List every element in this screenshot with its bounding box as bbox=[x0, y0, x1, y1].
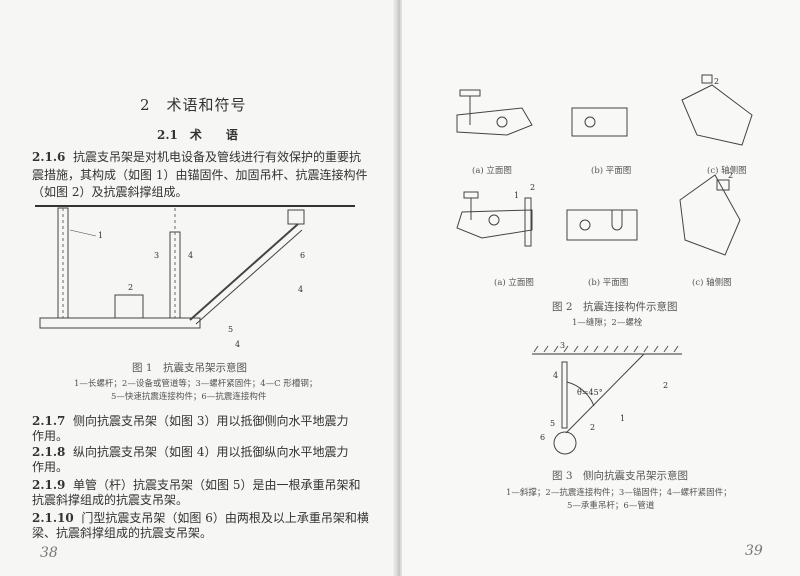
figure2-legend: 1—缝隙；2—螺栓 bbox=[572, 318, 643, 328]
clause-2-1-10-line1: 2.1.10 门型抗震支吊架（如图 6）由两根及以上承重吊架和横 bbox=[32, 511, 369, 525]
figure3-legend-line1: 1—斜撑；2—抗震连接构件；3—锚固件；4—螺杆紧固件； bbox=[506, 488, 732, 498]
svg-text:1: 1 bbox=[98, 231, 103, 240]
svg-text:2: 2 bbox=[590, 423, 595, 432]
svg-text:2: 2 bbox=[728, 171, 733, 180]
svg-text:4: 4 bbox=[298, 285, 303, 294]
svg-text:2: 2 bbox=[530, 183, 535, 192]
svg-text:4: 4 bbox=[188, 251, 193, 260]
clause-2-1-7-line1: 2.1.7 侧向抗震支吊架（如图 3）用以抵御侧向水平地震力 bbox=[32, 414, 349, 428]
clause-2-1-6-line1: 2.1.6 抗震支吊架是对机电设备及管线进行有效保护的重要抗 bbox=[32, 150, 362, 164]
svg-text:1: 1 bbox=[620, 414, 625, 423]
clause-2-1-6-line3: （如图 2）及抗震斜撑组成。 bbox=[32, 185, 188, 199]
right-page: 2 2 1 2 (a) 立面图 (b) 平面图 (c) 轴侧图 (a) 立面图 (… bbox=[402, 0, 800, 576]
clause-2-1-8-line1: 2.1.8 纵向抗震支吊架（如图 4）用以抵御纵向水平地震力 bbox=[32, 445, 349, 459]
figure1-legend-line2: 5—快速抗震连接构件；6—抗震连接构件 bbox=[111, 392, 267, 402]
svg-text:6: 6 bbox=[300, 251, 305, 260]
svg-text:2: 2 bbox=[663, 381, 668, 390]
section-title: 2.1 术 语 bbox=[157, 128, 238, 142]
clause-2-1-8-line2: 作用。 bbox=[32, 460, 69, 474]
clause-2-1-9-line1: 2.1.9 单管（杆）抗震支吊架（如图 5）是由一根承重吊架和 bbox=[32, 478, 361, 492]
figure3-angle-label: θ=45° bbox=[577, 388, 603, 397]
clause-2-1-6-line2: 震措施，其构成（如图 1）由锚固件、加固吊杆、抗震连接构件 bbox=[32, 168, 368, 182]
svg-text:6: 6 bbox=[540, 433, 545, 442]
figure2-row1-caption-b: (b) 平面图 bbox=[591, 166, 632, 176]
page-number: 38 bbox=[40, 545, 58, 561]
clause-2-1-9-line2: 抗震斜撑组成的抗震支吊架。 bbox=[32, 493, 189, 507]
clause-2-1-7-line2: 作用。 bbox=[32, 429, 69, 443]
svg-text:4: 4 bbox=[235, 340, 240, 349]
figure3-legend-line2: 5—承重吊杆；6—管道 bbox=[567, 501, 655, 511]
left-page: 2 术语和符号 2.1 术 语 2.1.6 抗震支吊架是对机电设备及管线进行有效… bbox=[0, 0, 396, 576]
figure1-caption: 图 1 抗震支吊架示意图 bbox=[132, 362, 248, 374]
figure1-legend-line1: 1—长螺杆；2—设备或管道等；3—螺杆紧固件；4—C 形槽钢； bbox=[74, 379, 318, 389]
svg-text:1: 1 bbox=[514, 191, 519, 200]
chapter-title: 2 术语和符号 bbox=[140, 96, 247, 114]
clause-2-1-10-line2: 梁、抗震斜撑组成的抗震支吊架。 bbox=[32, 526, 213, 540]
svg-text:3: 3 bbox=[154, 251, 159, 260]
figure2-row2-caption-c: (c) 轴侧图 bbox=[692, 278, 732, 288]
figure2-caption: 图 2 抗震连接构件示意图 bbox=[552, 301, 678, 313]
figure2-row2-caption-b: (b) 平面图 bbox=[588, 278, 629, 288]
svg-text:5: 5 bbox=[228, 325, 233, 334]
figure1-diagram: 1 2 3 4 4 5 6 4 bbox=[35, 205, 355, 349]
svg-text:5: 5 bbox=[550, 419, 555, 428]
figure2-diagrams: 2 2 1 2 bbox=[456, 74, 753, 256]
figure2-row1-caption-c: (c) 轴侧图 bbox=[707, 166, 747, 176]
figure3-caption: 图 3 侧向抗震支吊架示意图 bbox=[552, 470, 689, 482]
svg-text:3: 3 bbox=[560, 341, 565, 350]
figure2-row2-caption-a: (a) 立面图 bbox=[494, 278, 534, 288]
svg-text:4: 4 bbox=[553, 371, 558, 380]
figure2-row1-caption-a: (a) 立面图 bbox=[472, 166, 512, 176]
page-number: 39 bbox=[745, 543, 763, 559]
svg-text:2: 2 bbox=[128, 283, 133, 292]
svg-text:2: 2 bbox=[714, 77, 719, 86]
figure3-diagram: θ=45° 3 4 56 1 2 2 bbox=[532, 341, 682, 455]
